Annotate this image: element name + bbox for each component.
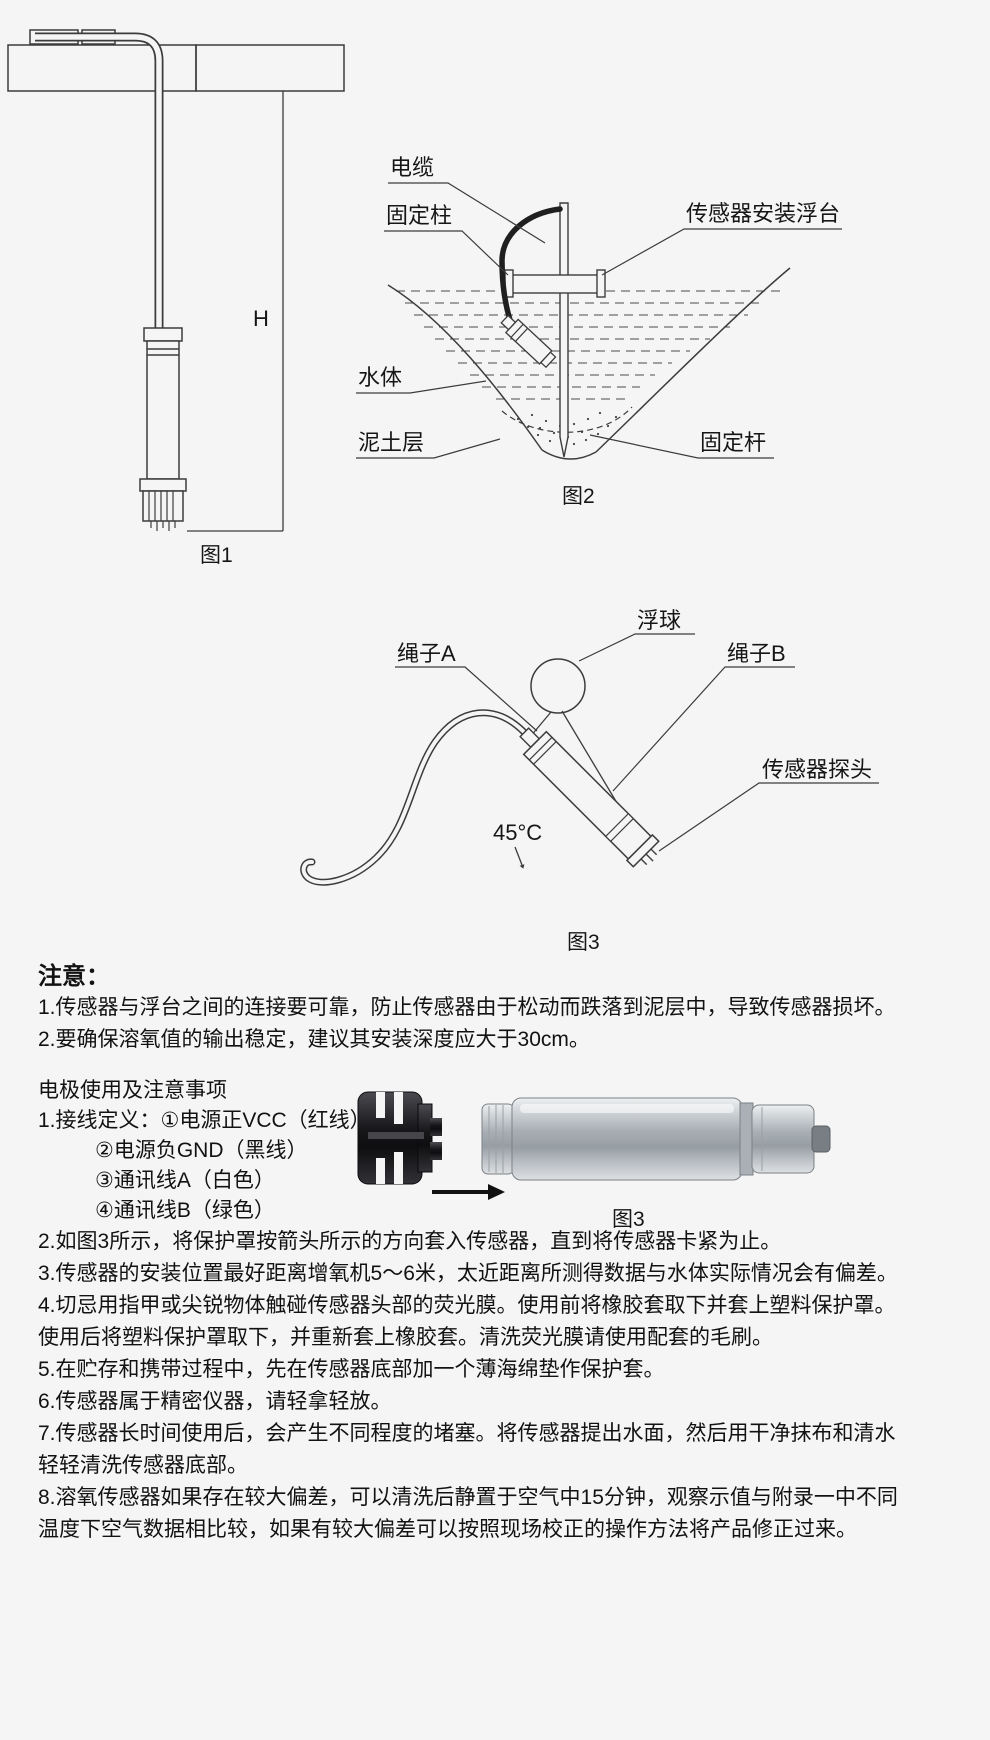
- electrode-item: 4.切忌用指甲或尖锐物体触碰传感器头部的荧光膜。使用前将橡胶套取下并套上塑料保护…: [38, 1294, 896, 1349]
- sensor-cable: [35, 32, 164, 328]
- mounting-beam-left: [7, 44, 197, 92]
- electrode-item: 2.如图3所示，将保护罩按箭头所示的方向套入传感器，直到将传感器卡紧为止。: [38, 1230, 782, 1253]
- float-platform: [504, 269, 606, 298]
- float-ball: [530, 658, 586, 714]
- electrode-item: 8.溶氧传感器如果存在较大偏差，可以清洗后静置于空气中15分钟，观察示值与附录一…: [38, 1486, 898, 1541]
- notes-title: 注意：: [38, 963, 110, 990]
- leader-lines: [395, 633, 879, 852]
- sensor-guard-slots: [148, 491, 176, 531]
- electrode-item: 6.传感器属于精密仪器，请轻拿轻放。: [38, 1390, 392, 1413]
- pond-outline: [387, 267, 791, 460]
- fig3-label-angle: 45°C: [493, 820, 542, 845]
- electrode-section: 电极使用及注意事项 1.接线定义：①电源正VCC（红线） ②电源负GND（黑线）…: [38, 1076, 906, 1546]
- fig3-label-rope-a: 绳子A: [397, 641, 456, 666]
- fig2-label-rod: 固定杆: [700, 430, 766, 455]
- protective-cap: [357, 1091, 442, 1185]
- fig3-caption: 图3: [567, 931, 600, 954]
- fig3-label-rope-b: 绳子B: [727, 641, 786, 666]
- fig1-caption: 图1: [200, 544, 233, 567]
- product-caption: 图3: [612, 1208, 645, 1231]
- figure2-diagram: 电缆 固定柱 传感器安装浮台 水体 泥土层 固定杆 图2: [356, 155, 842, 508]
- wiring-definition: 1.接线定义：①电源正VCC（红线）: [38, 1109, 371, 1132]
- fig3-label-probe: 传感器探头: [762, 757, 872, 782]
- sensor-cable: [300, 709, 528, 886]
- figure1-diagram: H 图1: [7, 29, 345, 567]
- product-image: 图3: [357, 1091, 831, 1231]
- wiring-item: ④通讯线B（绿色）: [95, 1199, 275, 1222]
- note-item: 1.传感器与浮台之间的连接要可靠，防止传感器由于松动而跌落到泥层中，导致传感器损…: [38, 996, 896, 1019]
- electrode-item: 7.传感器长时间使用后，会产生不同程度的堵塞。将传感器提出水面，然后用干净抹布和…: [38, 1422, 896, 1477]
- sensor-probe: [500, 314, 557, 369]
- electrode-item: 3.传感器的安装位置最好距离增氧机5～6米，太近距离所测得数据与水体实际情况会有…: [38, 1262, 898, 1285]
- note-item: 2.要确保溶氧值的输出稳定，建议其安装深度应大于30cm。: [38, 1028, 590, 1051]
- wiring-item: ②电源负GND（黑线）: [95, 1139, 308, 1162]
- insert-arrow-icon: [432, 1184, 505, 1200]
- figure3-diagram: 浮球 绳子A 绳子B 传感器探头 45°C 图3: [300, 608, 879, 954]
- wiring-item: ③通讯线A（白色）: [95, 1169, 275, 1192]
- fig2-label-water: 水体: [358, 365, 402, 390]
- fixing-rod: [559, 202, 569, 458]
- leader-lines: [356, 182, 842, 459]
- fig2-label-mud: 泥土层: [358, 430, 424, 455]
- fig2-caption: 图2: [562, 485, 595, 508]
- h-dimension-line: [187, 91, 284, 532]
- fig2-label-post: 固定柱: [386, 203, 452, 228]
- electrode-title: 电极使用及注意事项: [38, 1079, 227, 1102]
- fig2-label-platform: 传感器安装浮台: [686, 201, 840, 226]
- fig3-label-ball: 浮球: [637, 608, 681, 633]
- water-hatch: [396, 290, 782, 400]
- electrode-item: 5.在贮存和携带过程中，先在传感器底部加一个薄海绵垫作保护套。: [38, 1358, 665, 1381]
- mounting-beam-right: [195, 44, 345, 92]
- notes-section: 注意： 1.传感器与浮台之间的连接要可靠，防止传感器由于松动而跌落到泥层中，导致…: [38, 962, 953, 1056]
- sensor-probe: [519, 727, 660, 868]
- fig2-label-cable: 电缆: [390, 155, 434, 180]
- sensor-body: [481, 1097, 831, 1181]
- angle-pointer: [514, 846, 525, 869]
- sensor: [139, 327, 187, 522]
- sensor-cable: [499, 206, 563, 329]
- fig1-h-label: H: [253, 306, 269, 331]
